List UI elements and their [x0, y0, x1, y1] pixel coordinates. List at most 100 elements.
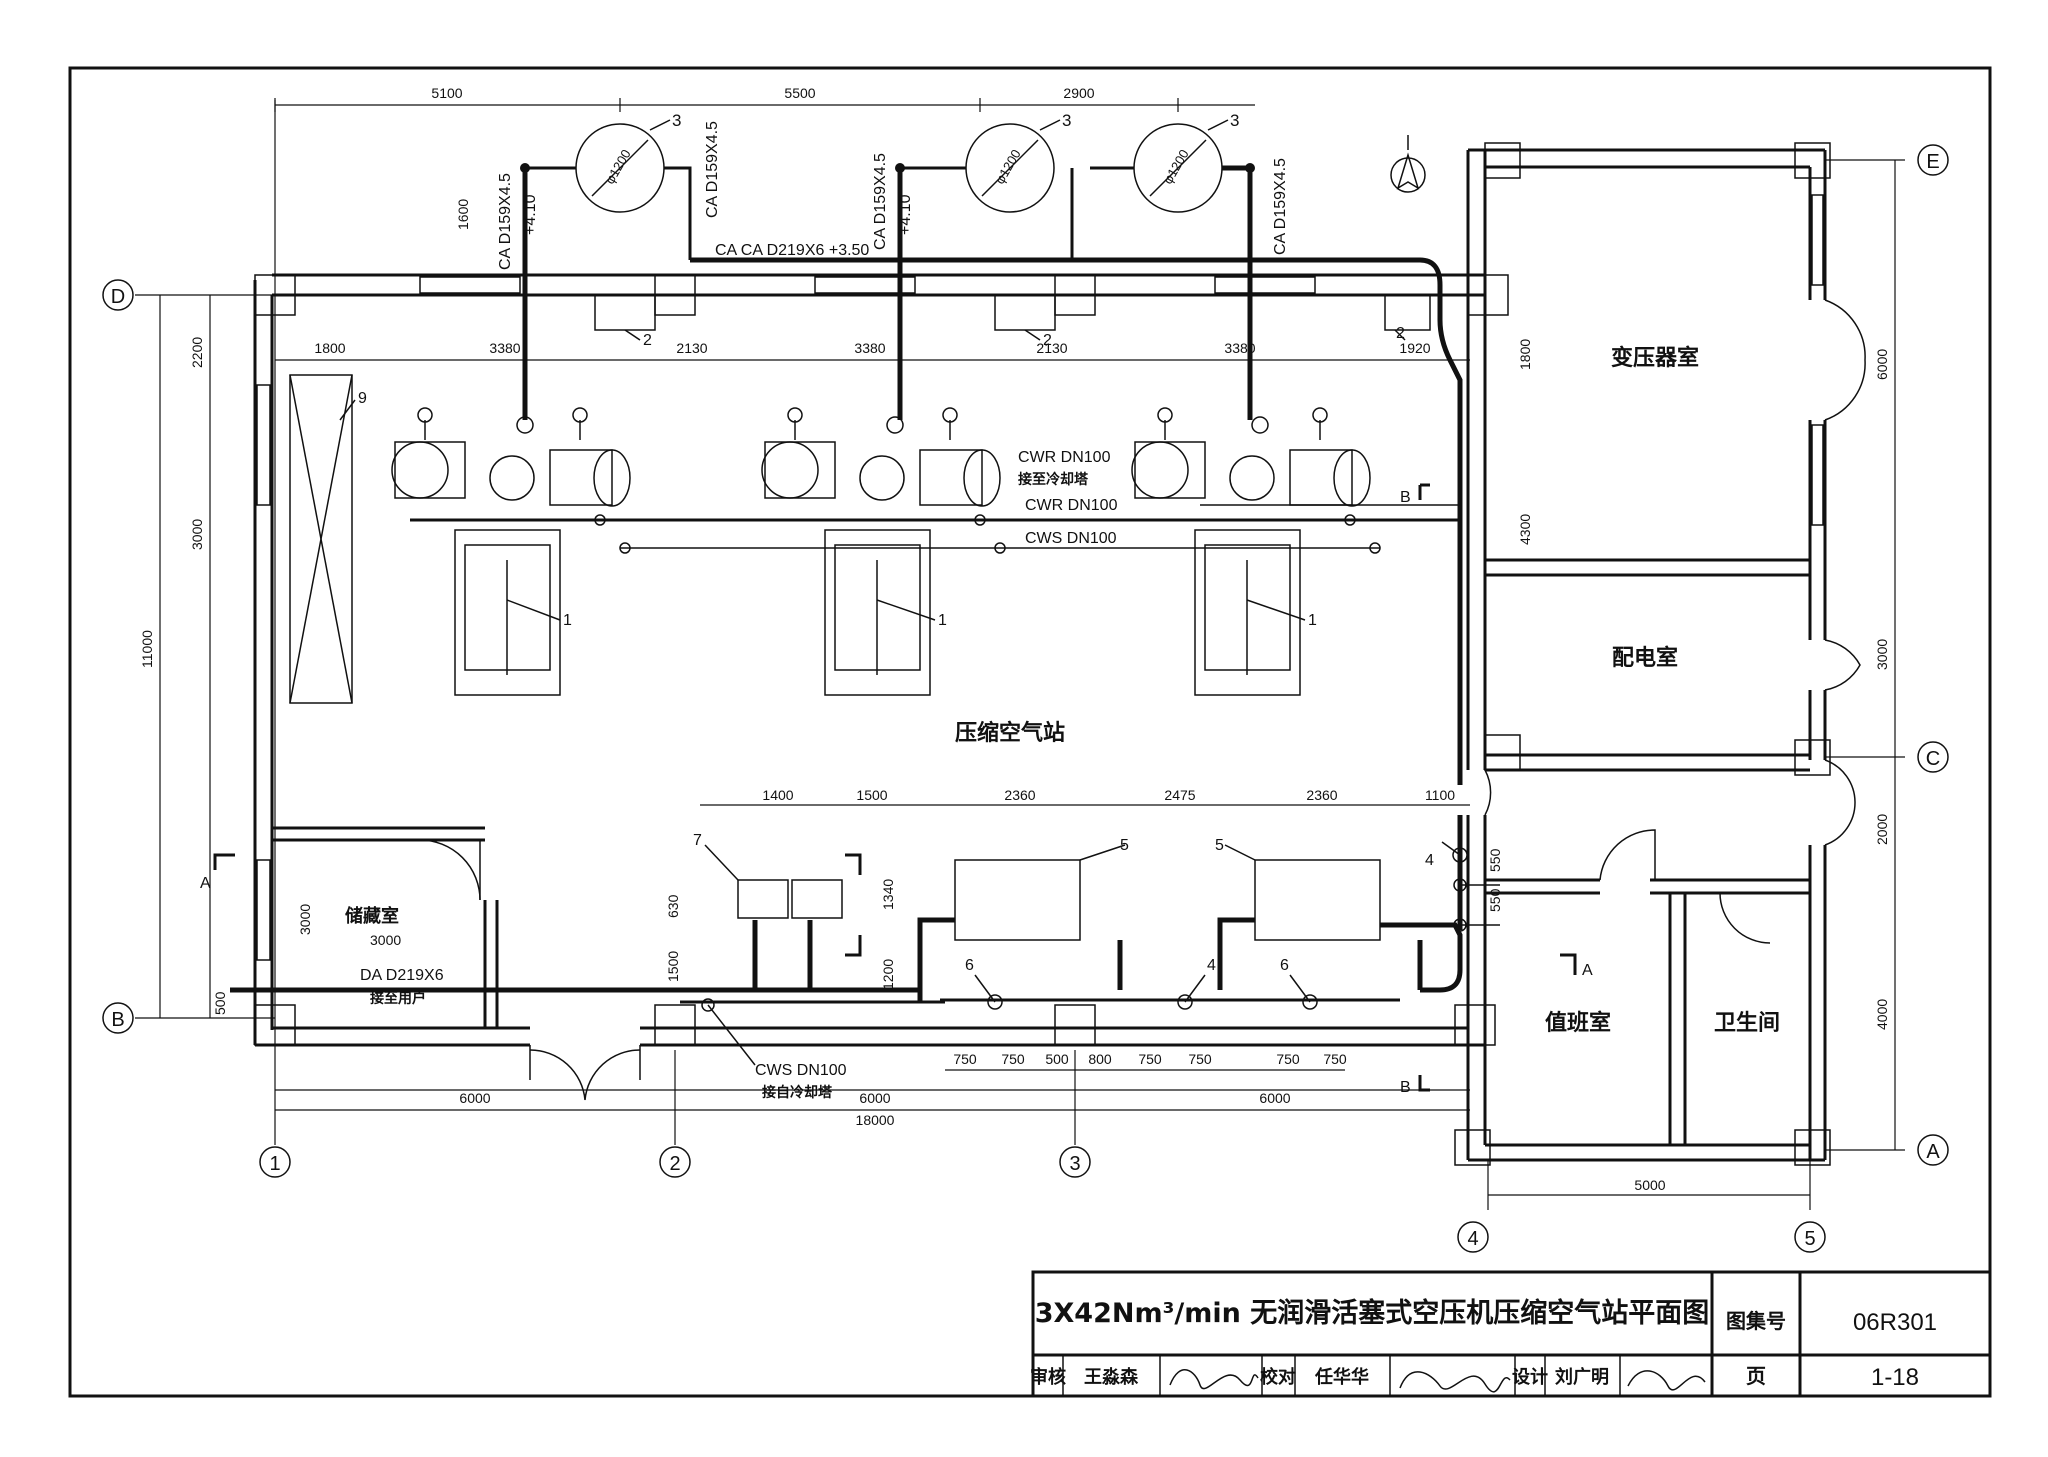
svg-text:1500: 1500	[856, 787, 887, 803]
svg-text:1100: 1100	[1425, 787, 1455, 803]
svg-text:1200: 1200	[880, 959, 896, 990]
svg-text:3000: 3000	[297, 904, 313, 935]
svg-text:3380: 3380	[1224, 340, 1255, 356]
svg-text:3: 3	[1230, 111, 1239, 130]
svg-text:630: 630	[665, 894, 681, 918]
svg-text:1340: 1340	[880, 879, 896, 910]
svg-text:750: 750	[1138, 1051, 1162, 1067]
svg-text:6000: 6000	[1874, 349, 1890, 380]
label-ca-d159-1: CA D159X4.5	[497, 173, 514, 270]
svg-text:550: 550	[1487, 848, 1503, 872]
svg-text:A: A	[200, 875, 211, 892]
compressor-3: 1	[1131, 407, 1371, 696]
svg-text:1500: 1500	[665, 951, 681, 982]
svg-text:2000: 2000	[1874, 814, 1890, 845]
axis-1: 1	[269, 1153, 280, 1175]
svg-text:1: 1	[938, 612, 947, 629]
room-toilet: 卫生间	[1714, 1011, 1780, 1036]
svg-text:3000: 3000	[1874, 639, 1890, 670]
svg-text:5000: 5000	[1634, 1177, 1665, 1193]
axis-2: 2	[669, 1153, 680, 1175]
svg-text:4: 4	[1425, 852, 1434, 869]
dryers: 5 5 7	[693, 832, 1381, 941]
room-distribution: 配电室	[1612, 645, 1678, 671]
svg-text:3380: 3380	[854, 340, 885, 356]
axis-3: 3	[1069, 1153, 1080, 1175]
reviewer-name: 王淼森	[1084, 1366, 1139, 1388]
compressor-1: 1	[391, 407, 631, 696]
svg-text:6000: 6000	[459, 1090, 490, 1106]
svg-text:1600: 1600	[455, 199, 471, 230]
signature-designer	[1627, 1370, 1706, 1391]
design-label: 设计	[1512, 1366, 1548, 1388]
svg-text:2: 2	[643, 332, 652, 349]
svg-text:500: 500	[212, 991, 228, 1015]
svg-text:1400: 1400	[762, 787, 793, 803]
label-da: DA D219X6	[360, 967, 444, 984]
axis-d: D	[111, 286, 125, 308]
svg-text:2: 2	[1043, 332, 1052, 349]
axis-e: E	[1926, 151, 1939, 173]
column-b2	[654, 1004, 696, 1046]
svg-text:500: 500	[1045, 1051, 1069, 1067]
room-storage: 储藏室	[344, 905, 399, 927]
north-arrow-icon	[1390, 135, 1426, 193]
svg-text:750: 750	[1276, 1051, 1300, 1067]
svg-text:18000: 18000	[856, 1112, 895, 1128]
svg-text:1920: 1920	[1399, 340, 1430, 356]
svg-text:800: 800	[1088, 1051, 1112, 1067]
svg-text:2130: 2130	[676, 340, 707, 356]
label-cwr-1: CWR DN100	[1018, 449, 1111, 466]
label-ca-d219: CA CA D219X6 +3.50	[715, 242, 869, 259]
svg-text:3: 3	[1062, 111, 1071, 130]
section-marks: A A B B	[200, 483, 1593, 1096]
svg-text:5: 5	[1120, 837, 1129, 854]
atlas-number: 06R301	[1853, 1309, 1937, 1336]
svg-text:3: 3	[672, 111, 681, 130]
room-compressor-station: 压缩空气站	[955, 720, 1065, 746]
svg-text:5500: 5500	[784, 85, 815, 101]
signature-reviewer	[1169, 1369, 1259, 1390]
axis-a: A	[1926, 1141, 1940, 1163]
east-walls	[1454, 142, 1866, 1166]
svg-text:2200: 2200	[189, 337, 205, 368]
compressor-2: 1	[761, 407, 1001, 696]
ca-piping	[520, 163, 1463, 785]
svg-text:φ1200: φ1200	[602, 147, 634, 187]
page-label: 页	[1746, 1364, 1766, 1388]
svg-text:2: 2	[1396, 325, 1405, 342]
ventilation-unit: 9	[289, 374, 367, 704]
cooling-water-lines	[410, 504, 1460, 554]
svg-text:5: 5	[1215, 837, 1224, 854]
svg-text:750: 750	[1323, 1051, 1347, 1067]
svg-text:2130: 2130	[1036, 340, 1067, 356]
svg-text:3000: 3000	[189, 519, 205, 550]
svg-text:φ1200: φ1200	[1160, 147, 1192, 187]
svg-text:11000: 11000	[139, 630, 155, 668]
main-walls	[253, 273, 1509, 1101]
svg-text:6: 6	[1280, 957, 1289, 974]
svg-text:3380: 3380	[489, 340, 520, 356]
svg-text:750: 750	[953, 1051, 977, 1067]
label-cws-2: CWS DN100	[755, 1062, 847, 1079]
svg-text:2360: 2360	[1004, 787, 1035, 803]
svg-text:3000: 3000	[370, 932, 401, 948]
label-ca-d159-3: CA D159X4.5	[872, 153, 889, 250]
label-ca-d159-2: CA D159X4.5	[704, 121, 721, 218]
label-cwr-2: CWR DN100	[1025, 497, 1118, 514]
label-cwr-1-note: 接至冷却塔	[1018, 471, 1089, 488]
svg-text:7: 7	[693, 832, 702, 849]
filter-7	[737, 879, 789, 919]
axis-bubbles: 1 2 3 4 5 D B E C A	[102, 144, 1949, 1253]
svg-text:6: 6	[965, 957, 974, 974]
column-b4	[1454, 1004, 1496, 1046]
axis-b: B	[111, 1009, 124, 1031]
review-label: 审核	[1030, 1366, 1066, 1388]
atlas-label: 图集号	[1726, 1309, 1786, 1333]
svg-text:1: 1	[563, 612, 572, 629]
room-transformer: 变压器室	[1611, 345, 1699, 371]
axis-c: C	[1926, 748, 1940, 770]
room-duty: 值班室	[1545, 1010, 1611, 1036]
svg-text:B: B	[1400, 489, 1411, 506]
dimension-lines	[159, 98, 1896, 1196]
